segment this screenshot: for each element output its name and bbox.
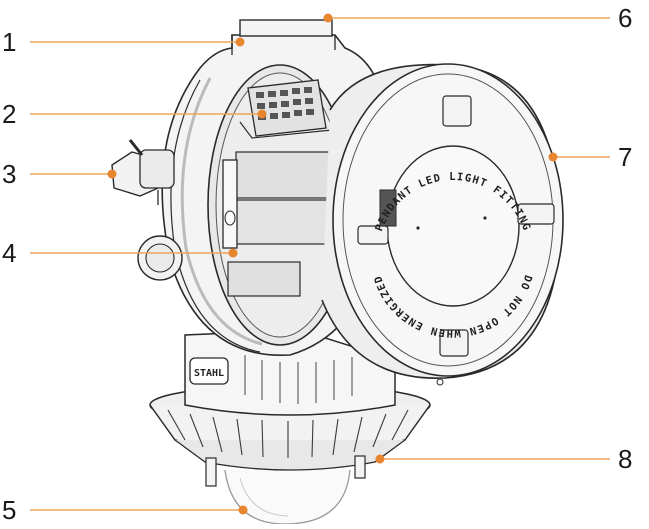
- callout-number-5: 5: [2, 495, 17, 525]
- callout-dot-5: [238, 505, 248, 515]
- glass-dome: [224, 469, 351, 525]
- callout-dot-7: [548, 152, 558, 162]
- callout-dot-1: [235, 37, 245, 47]
- inner-cavity: [207, 64, 353, 346]
- callout-dot-2: [257, 109, 267, 119]
- callout-leaders: [30, 13, 610, 515]
- callout-number-3: 3: [2, 159, 17, 189]
- callout-dot-6: [323, 13, 333, 23]
- cable-gland: [111, 139, 175, 205]
- callout-number-2: 2: [2, 99, 17, 129]
- callout-dot-4: [228, 248, 238, 258]
- stahl-brand-text: STAHL: [194, 368, 224, 379]
- callout-number-1: 1: [2, 27, 17, 57]
- callout-dot-3: [107, 169, 117, 179]
- hinged-cover: PENDANT LED LIGHT FITTING DO NOT OPEN WH…: [321, 63, 564, 386]
- blanking-plug: [137, 235, 183, 281]
- callout-number-7: 7: [618, 142, 633, 172]
- callout-number-8: 8: [618, 444, 633, 474]
- callout-number-4: 4: [2, 238, 17, 268]
- terminal-block: [239, 79, 333, 139]
- callout-dot-8: [375, 454, 385, 464]
- callout-number-6: 6: [618, 3, 633, 33]
- neck-housing: STAHL: [184, 329, 396, 416]
- stahl-badge: [189, 357, 229, 385]
